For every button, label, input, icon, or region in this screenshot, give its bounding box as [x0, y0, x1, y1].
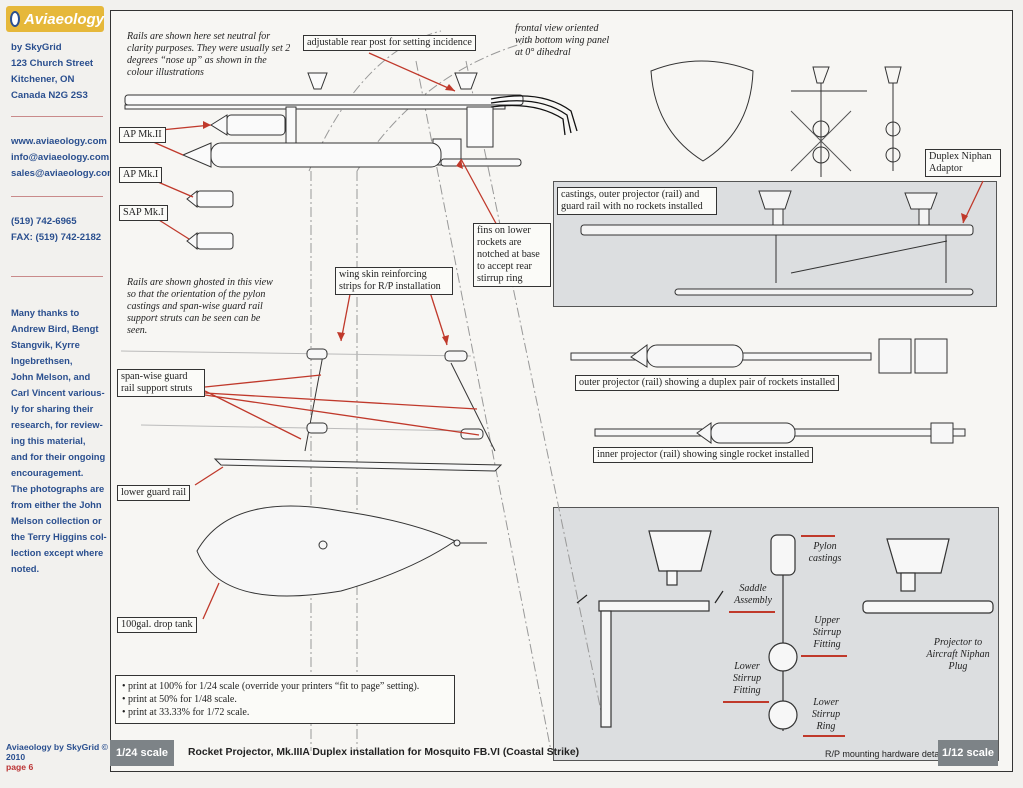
scale-badge-left: 1/24 scale — [110, 740, 174, 766]
phone-number: (519) 742-6965 — [11, 216, 77, 227]
frontal-view — [650, 60, 902, 177]
info-email-link[interactable]: info@aviaeology.com — [11, 152, 110, 163]
part-lower-stirrup-ring: Lower Stirrup Ring — [811, 697, 841, 732]
label-ap-mk2: AP Mk.II — [119, 127, 166, 143]
part-pylon-castings: Pylon castings — [808, 541, 842, 564]
part-projector-niphan-plug: Projector to Aircraft Niphan Plug — [926, 637, 990, 672]
thanks-line: the Terry Higgins col- — [11, 531, 107, 542]
label-inner-projector: inner projector (rail) showing single ro… — [593, 447, 814, 463]
note-rails-neutral: Rails are shown here set neutral for cla… — [127, 31, 291, 78]
divider — [11, 196, 103, 197]
drop-tank — [196, 505, 487, 597]
part-upper-stirrup-fitting: Upper Stirrup Fitting — [812, 615, 842, 650]
thanks-line: Ingebrethsen, — [11, 355, 73, 366]
byline: by SkyGrid — [11, 42, 62, 53]
plan-view-struts — [213, 348, 503, 472]
sidebar: Aviaeology by SkyGrid 123 Church Street … — [0, 0, 116, 788]
page-number: page 6 — [6, 762, 34, 772]
part-lower-stirrup-fitting: Lower Stirrup Fitting — [732, 661, 762, 696]
print-note: • print at 50% for 1/48 scale. — [122, 694, 237, 705]
wiring-leads — [490, 95, 578, 136]
part-label-underline — [723, 701, 769, 703]
thanks-line: Melson collection or — [11, 515, 102, 526]
footer-bar: 1/24 scale Rocket Projector, Mk.IIIA Dup… — [110, 740, 1013, 772]
leader-arrowheads — [203, 84, 968, 345]
copyright: Aviaeology by SkyGrid © 2010 — [6, 742, 109, 762]
label-wing-skin: wing skin reinforcing strips for R/P ins… — [335, 267, 453, 295]
label-duplex-adaptor: Duplex Niphan Adaptor — [925, 149, 1001, 177]
drawing-frame: Rails are shown here set neutral for cla… — [110, 10, 1013, 772]
thanks-line: Stangvik, Kyrre — [11, 339, 80, 350]
part-label-underline — [801, 655, 847, 657]
label-fins: fins on lower rockets are notched at bas… — [473, 223, 551, 287]
thanks-line: Many thanks to — [11, 307, 80, 318]
part-label-underline — [803, 735, 845, 737]
part-label-underline — [729, 611, 775, 613]
website-link[interactable]: www.aviaeology.com — [11, 136, 107, 147]
thanks-line: Andrew Bird, Bengt — [11, 323, 99, 334]
side-view-assembly — [124, 72, 524, 251]
label-rear-post: adjustable rear post for setting inciden… — [303, 35, 476, 51]
hardware-drawing — [576, 530, 994, 731]
divider — [11, 276, 103, 277]
part-saddle-assembly: Saddle Assembly — [734, 583, 772, 606]
fax-number: FAX: (519) 742-2182 — [11, 232, 102, 243]
print-scale-notes: • print at 100% for 1/24 scale (override… — [115, 675, 455, 724]
label-ap-mk1: AP Mk.I — [119, 167, 163, 183]
page-title: Rocket Projector, Mk.IIIA Duplex install… — [188, 747, 580, 758]
technical-drawing — [120, 30, 994, 752]
logo-globe-icon — [10, 11, 20, 27]
label-outer-projector: outer projector (rail) showing a duplex … — [575, 375, 840, 391]
thanks-line: noted. — [11, 563, 40, 574]
label-spanwise-struts: span-wise guard rail support struts — [117, 369, 205, 397]
address-line: Canada N2G 2S3 — [11, 90, 88, 101]
brand-logo: Aviaeology — [6, 6, 104, 32]
scale-badge-right: 1/12 scale — [938, 740, 998, 766]
logo-text: Aviaeology — [23, 10, 104, 28]
acknowledgements: Many thanks to Andrew Bird, Bengt Stangv… — [11, 305, 107, 577]
contact-web: www.aviaeology.com info@aviaeology.com s… — [11, 134, 116, 182]
thanks-line: John Melson, and — [11, 371, 91, 382]
label-drop-tank: 100gal. drop tank — [117, 617, 197, 633]
leader-lines — [150, 52, 984, 620]
thanks-line: Carl Vincent various- — [11, 387, 105, 398]
thanks-line: lection except where — [11, 547, 104, 558]
label-lower-guard-rail: lower guard rail — [117, 485, 191, 501]
label-sap-mk1: SAP Mk.I — [119, 205, 168, 221]
label-castings: castings, outer projector (rail) and gua… — [557, 187, 717, 215]
print-note: • print at 100% for 1/24 scale (override… — [122, 681, 420, 692]
thanks-line: ing this material, — [11, 435, 86, 446]
thanks-line: from either the John — [11, 499, 102, 510]
thanks-line: encouragement. — [11, 467, 84, 478]
thanks-line: and for their ongoing — [11, 451, 106, 462]
thanks-line: research, for review- — [11, 419, 103, 430]
castings-drawing — [580, 190, 974, 296]
divider — [11, 116, 103, 117]
projector-rails — [570, 338, 966, 444]
note-frontal-view: frontal view oriented with bottom wing p… — [515, 23, 610, 58]
ghosted-rail-lines — [120, 350, 472, 432]
address-line: 123 Church Street — [11, 58, 94, 69]
part-label-underline — [801, 535, 835, 537]
address-line: Kitchener, ON — [11, 74, 75, 85]
sales-email-link[interactable]: sales@aviaeology.com — [11, 168, 116, 179]
note-rails-ghosted: Rails are shown ghosted in this view so … — [127, 277, 273, 336]
print-note: • print at 33.33% for 1/72 scale. — [122, 707, 250, 718]
thanks-line: The photographs are — [11, 483, 105, 494]
contact-address: by SkyGrid 123 Church Street Kitchener, … — [11, 40, 93, 104]
contact-phone: (519) 742-6965 FAX: (519) 742-2182 — [11, 214, 101, 246]
detail-caption: R/P mounting hardware details — [825, 749, 948, 759]
thanks-line: ly for sharing their — [11, 403, 94, 414]
